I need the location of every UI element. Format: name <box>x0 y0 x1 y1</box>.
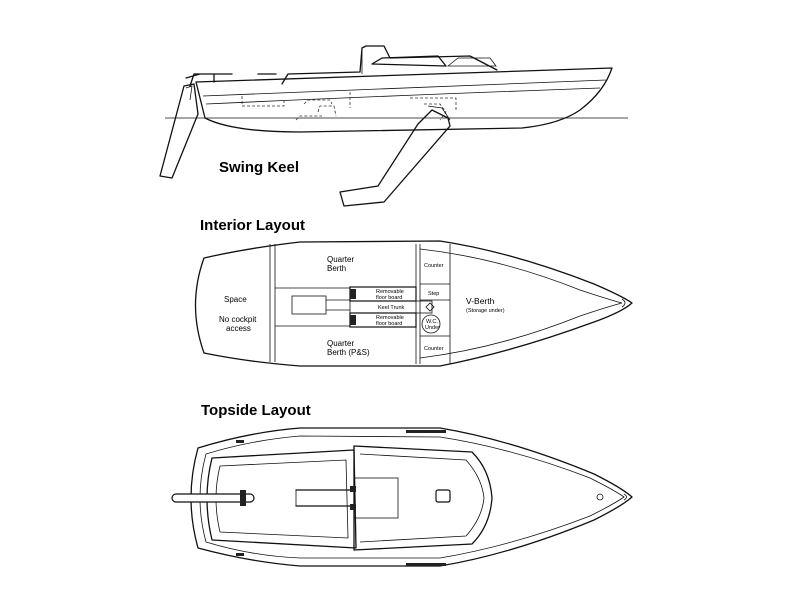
floor-board-stripe <box>350 315 356 325</box>
topside-layout-plan <box>171 427 633 567</box>
removable-floor-board-label: Removable <box>376 315 404 321</box>
v-berth-label: V-Berth <box>466 296 495 306</box>
space-label: Space <box>224 295 247 304</box>
rudder <box>159 83 199 179</box>
tiller <box>171 493 255 503</box>
topside-hull-outline <box>190 427 633 567</box>
forward-hatch <box>435 489 451 503</box>
quarter-berth-label: Berth (P&S) <box>327 348 370 357</box>
hull-profile <box>195 67 613 133</box>
wc-label: W.C. <box>426 319 438 325</box>
cockpit <box>206 449 357 549</box>
topside-layout-heading: Topside Layout <box>201 402 311 419</box>
no-cockpit-label: access <box>226 324 251 333</box>
no-cockpit-label: No cockpit <box>219 315 257 324</box>
removable-floor-board-label: floor board <box>376 321 402 327</box>
cabin-top <box>281 45 498 85</box>
quarter-berth-label: Berth <box>327 264 346 273</box>
counter-label: Counter <box>424 346 444 352</box>
floor-board-stripe <box>350 289 356 299</box>
keel-trunk-label: Keel Trunk <box>378 305 405 311</box>
removable-floor-board-label: Removable <box>376 289 404 295</box>
swing-keel-profile: Swing Keel <box>159 45 628 207</box>
cabin-top-plan <box>353 445 493 551</box>
removable-floor-board-label: floor board <box>376 295 402 301</box>
quarter-berth-label: Quarter <box>327 255 354 264</box>
wc-symbol <box>421 314 441 334</box>
quarter-berth-label: Quarter <box>327 339 354 348</box>
counter-label: Counter <box>424 263 444 269</box>
companionway-hatch <box>353 477 399 519</box>
wc-label: Under <box>425 325 440 331</box>
interior-layout-heading: Interior Layout <box>200 217 305 234</box>
swing-keel-heading: Swing Keel <box>219 159 299 176</box>
step-label: Step <box>428 291 439 297</box>
interior-layout-plan: Space No cockpit access Quarter Berth Re… <box>194 240 633 367</box>
swing-keel <box>339 109 451 207</box>
storage-under-label: (Storage under) <box>466 308 505 314</box>
interior-hull-outline <box>194 240 633 367</box>
